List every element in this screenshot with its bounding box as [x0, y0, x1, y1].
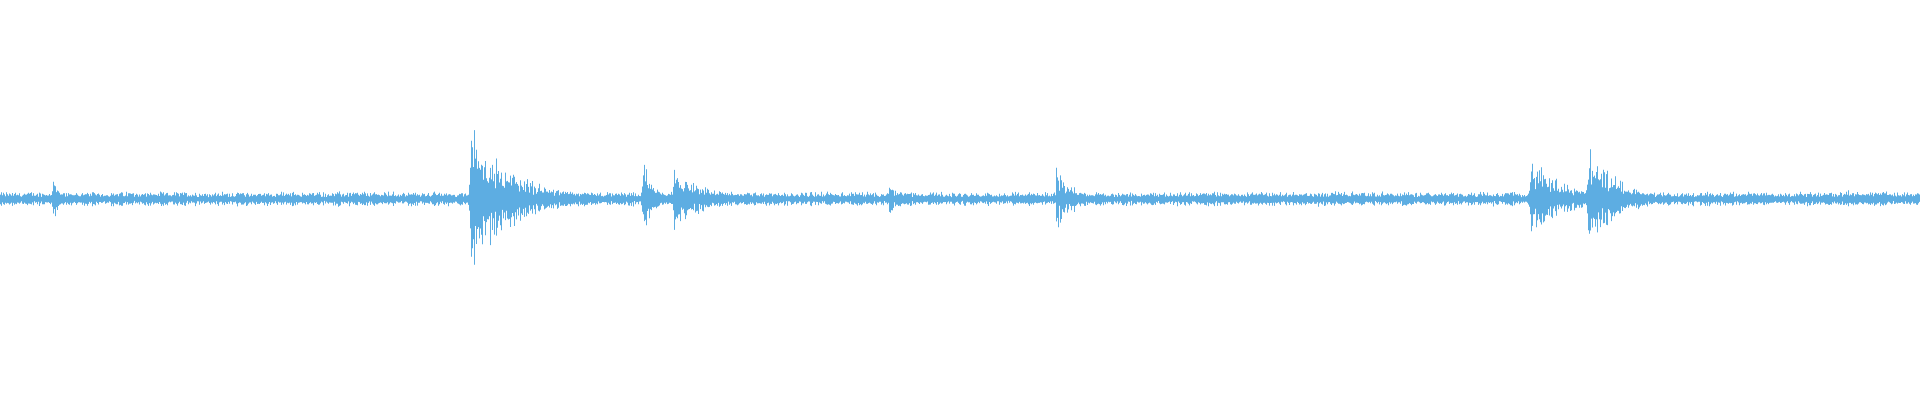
- waveform-trace: [0, 130, 1920, 265]
- waveform-bars: [0, 130, 1920, 265]
